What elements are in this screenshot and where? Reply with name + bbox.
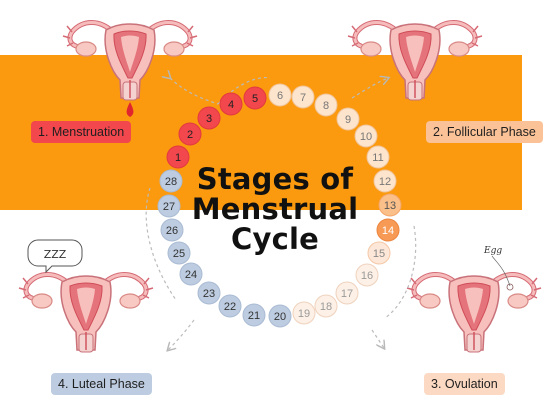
day-26-label: 26 [166, 225, 178, 237]
day-12-label: 12 [379, 176, 391, 188]
title-line-1: Stages of [180, 164, 370, 194]
day-23-label: 23 [203, 288, 215, 300]
uterus-illustration-ovulation [407, 275, 541, 353]
day-5-label: 5 [252, 93, 258, 105]
day-14-label: 14 [382, 225, 394, 237]
day-9-label: 9 [345, 114, 351, 126]
title-line-2: Menstrual [180, 194, 370, 224]
day-21-label: 21 [248, 310, 260, 322]
day-1-label: 1 [175, 152, 181, 164]
day-18-label: 18 [320, 301, 332, 313]
day-20-label: 20 [274, 311, 286, 323]
day-15-label: 15 [373, 248, 385, 260]
day-3-label: 3 [206, 113, 212, 125]
uterus-illustration-menstruation [63, 23, 197, 118]
day-6-label: 6 [277, 90, 283, 102]
day-24-label: 24 [185, 269, 197, 281]
day-27-label: 27 [163, 201, 175, 213]
sleep-bubble: ZZZ [28, 240, 82, 272]
diagram-title: Stages of Menstrual Cycle [180, 164, 370, 254]
uterus-illustration-luteal [19, 275, 153, 353]
phase-label-luteal: 4. Luteal Phase [51, 373, 152, 395]
day-11-label: 11 [372, 152, 383, 164]
blood-drop-icon [127, 102, 134, 117]
day-7-label: 7 [300, 92, 306, 104]
title-line-3: Cycle [180, 224, 370, 254]
day-22-label: 22 [224, 301, 236, 313]
day-10-label: 10 [360, 131, 372, 143]
phase-label-follicular: 2. Follicular Phase [426, 121, 543, 143]
day-17-label: 17 [341, 288, 353, 300]
egg-icon [507, 284, 513, 290]
sleep-text: ZZZ [44, 248, 67, 261]
egg-label: Egg [483, 246, 502, 256]
day-19-label: 19 [298, 308, 310, 320]
day-4-label: 4 [228, 99, 234, 111]
day-13-label: 13 [384, 200, 396, 212]
day-2-label: 2 [187, 129, 193, 141]
day-28-label: 28 [165, 176, 177, 188]
phase-label-menstruation: 1. Menstruation [31, 121, 131, 143]
phase-label-ovulation: 3. Ovulation [424, 373, 505, 395]
day-16-label: 16 [361, 270, 373, 282]
day-8-label: 8 [323, 100, 329, 112]
